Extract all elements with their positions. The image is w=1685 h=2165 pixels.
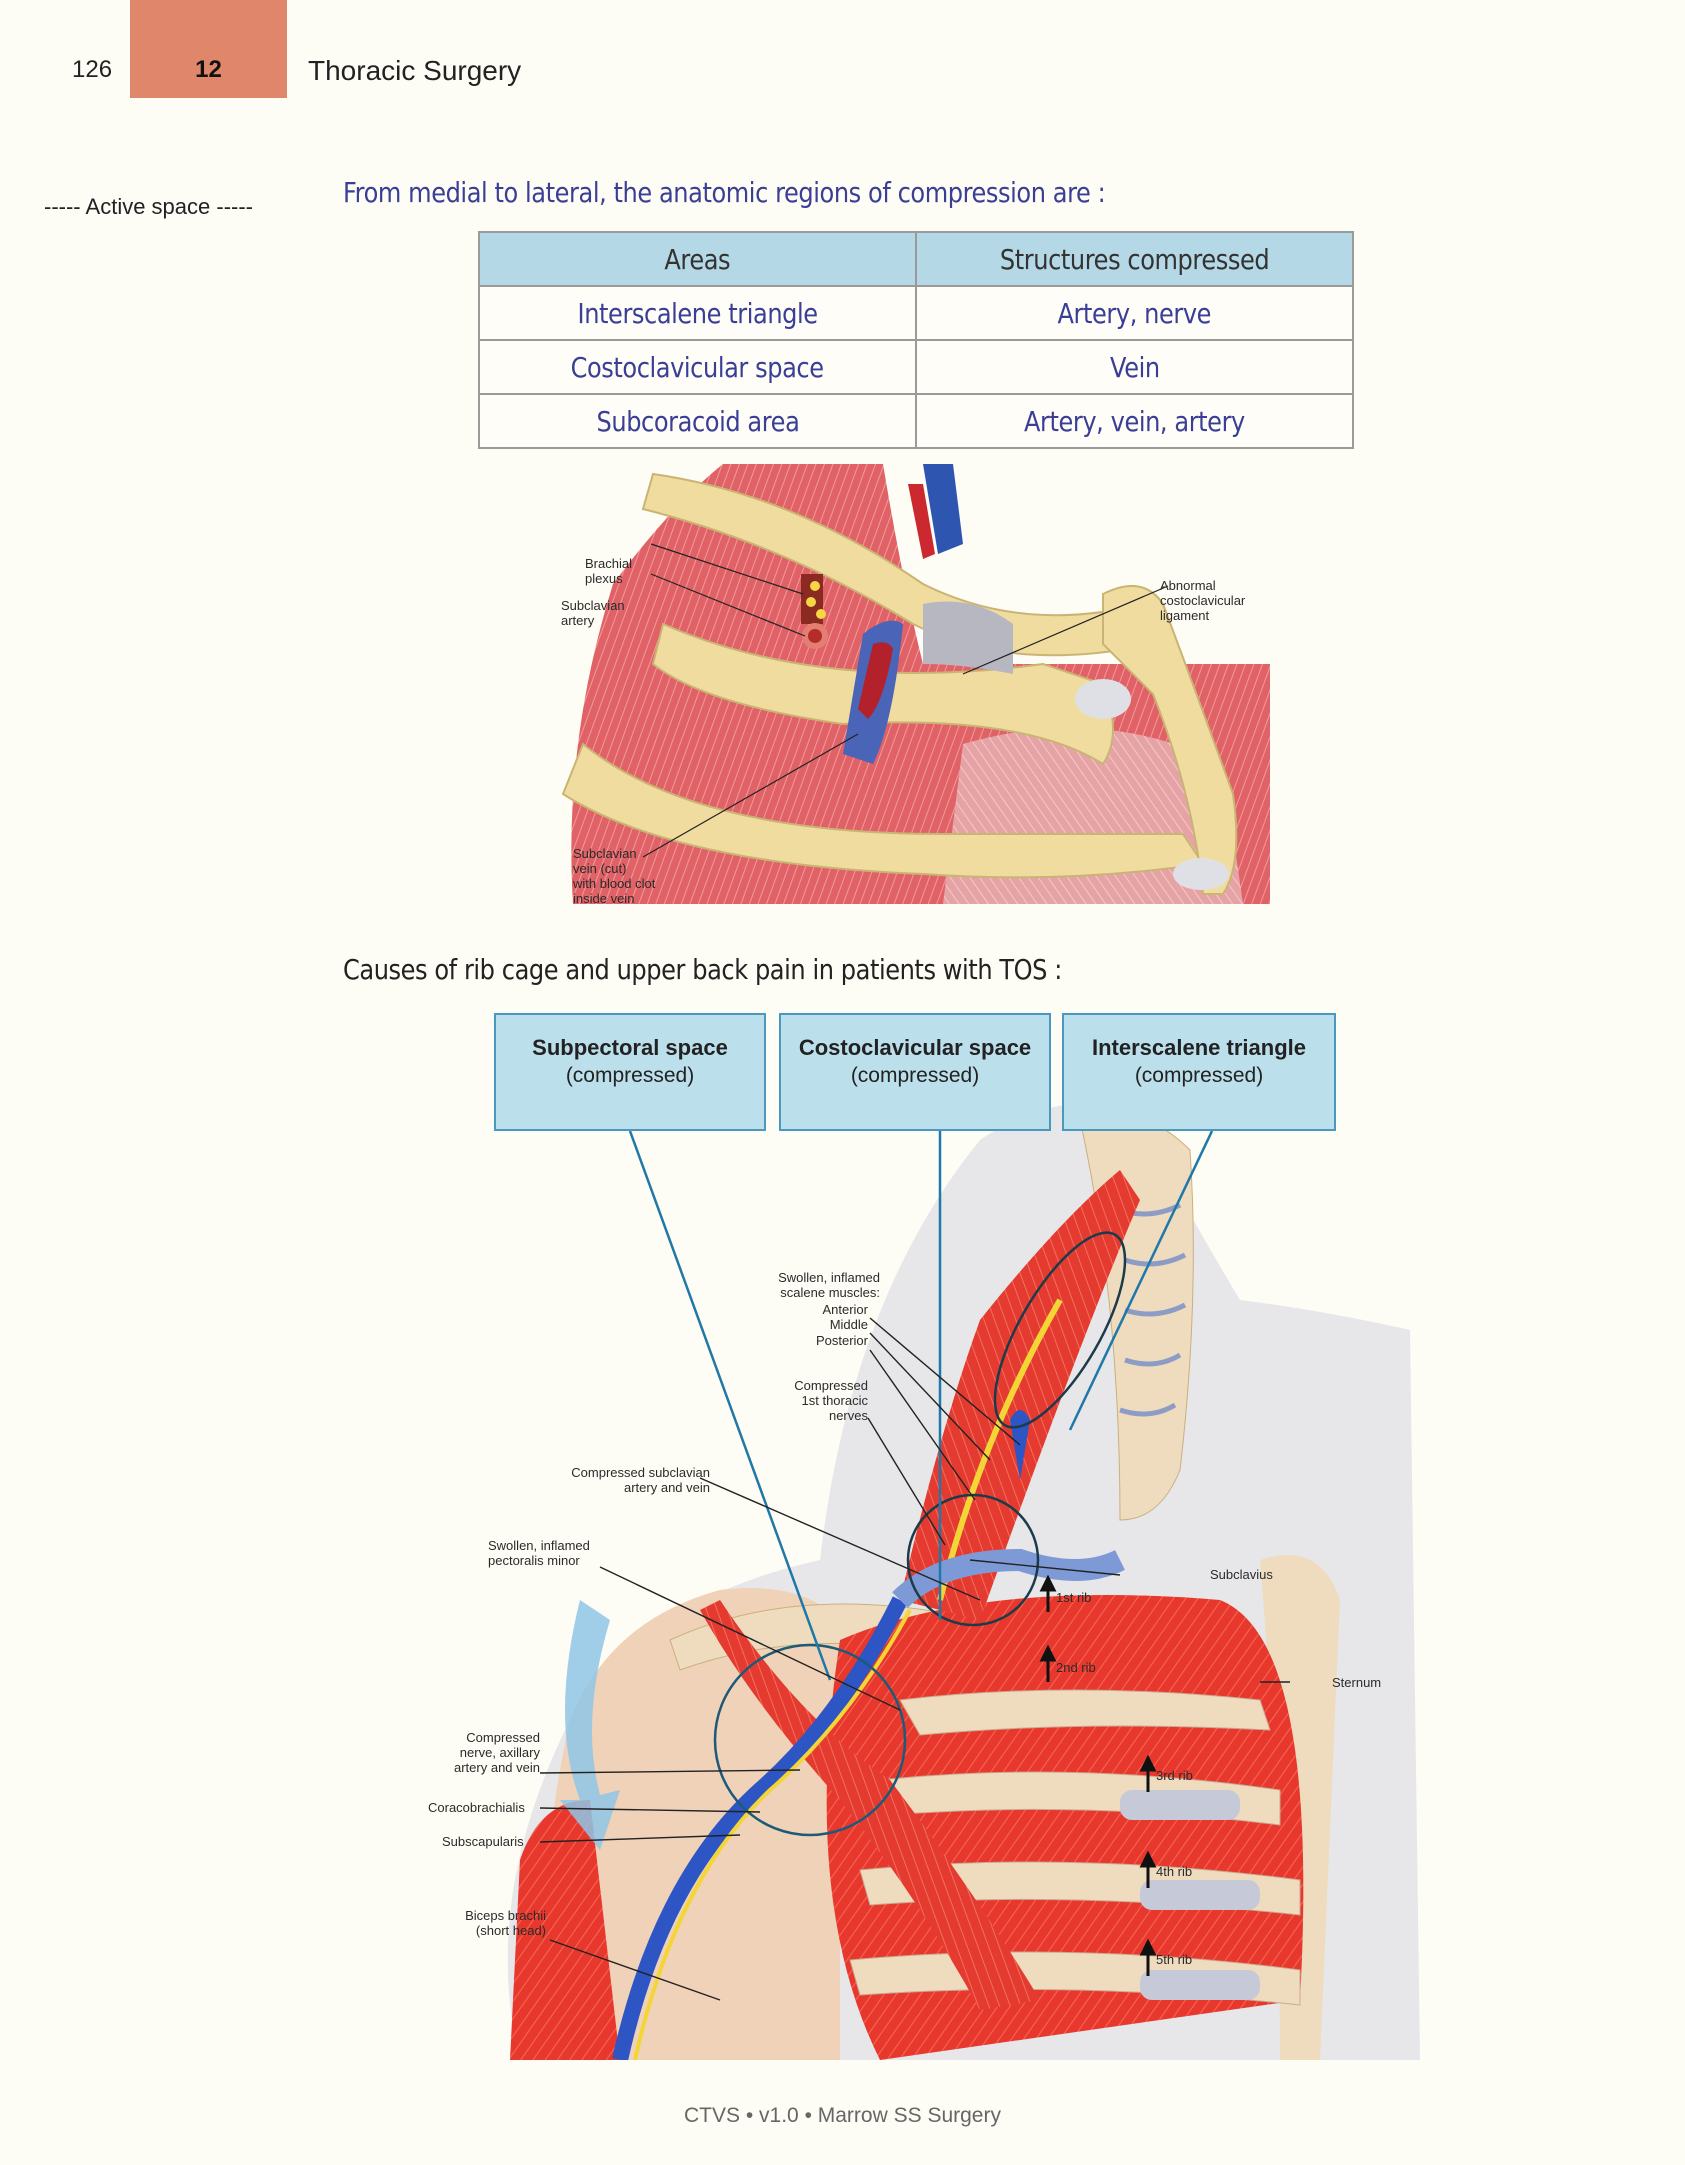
causes-intro-text: Causes of rib cage and upper back pain i… bbox=[343, 953, 1062, 986]
region-title: Subpectoral space bbox=[532, 1035, 728, 1060]
compression-intro-text: From medial to lateral, the anatomic reg… bbox=[343, 176, 1106, 209]
label-subscapularis: Subscapularis bbox=[442, 1834, 524, 1849]
region-box-interscalene: Interscalene triangle (compressed) bbox=[1062, 1013, 1336, 1131]
label-4th-rib: 4th rib bbox=[1156, 1864, 1193, 1879]
table-row: Costoclavicular space Vein bbox=[478, 339, 1354, 395]
table-row: Subcoracoid area Artery, vein, artery bbox=[478, 393, 1354, 449]
chapter-title: Thoracic Surgery bbox=[308, 55, 522, 86]
table-cell-structures: Vein bbox=[915, 339, 1354, 395]
region-box-subpectoral: Subpectoral space (compressed) bbox=[494, 1013, 766, 1131]
table-header-areas: Areas bbox=[478, 231, 917, 287]
region-subtitle: (compressed) bbox=[1134, 1064, 1264, 1087]
table-header-structures: Structures compressed bbox=[915, 231, 1354, 287]
anatomy-illustration bbox=[543, 464, 1270, 904]
table-row: Interscalene triangle Artery, nerve bbox=[478, 285, 1354, 341]
label-1st-rib: 1st rib bbox=[1056, 1590, 1092, 1605]
region-subtitle: (compressed) bbox=[565, 1064, 695, 1087]
label-sternum: Sternum bbox=[1332, 1675, 1382, 1690]
region-subtitle: (compressed) bbox=[850, 1064, 980, 1087]
region-title: Interscalene triangle bbox=[1092, 1035, 1306, 1060]
table-cell-area: Interscalene triangle bbox=[478, 285, 917, 341]
region-title: Costoclavicular space bbox=[798, 1035, 1032, 1060]
label-posterior: Posterior bbox=[815, 1333, 868, 1348]
label-2nd-rib: 2nd rib bbox=[1056, 1660, 1096, 1675]
label-biceps-brachii: Biceps brachii(short head) bbox=[465, 1908, 546, 1938]
label-anterior: Anterior bbox=[822, 1302, 868, 1317]
table-cell-area: Costoclavicular space bbox=[478, 339, 917, 395]
compression-areas-table: Areas Structures compressed Interscalene… bbox=[478, 231, 1354, 449]
table-header-row: Areas Structures compressed bbox=[478, 231, 1354, 287]
chapter-badge: 12 bbox=[130, 0, 287, 98]
table-cell-area: Subcoracoid area bbox=[478, 393, 917, 449]
active-space-label: ----- Active space ----- bbox=[44, 194, 253, 219]
region-box-costoclavicular: Costoclavicular space (compressed) bbox=[779, 1013, 1051, 1131]
chapter-number: 12 bbox=[195, 56, 222, 83]
label-subclavius: Subclavius bbox=[1210, 1567, 1273, 1582]
table-cell-structures: Artery, vein, artery bbox=[915, 393, 1354, 449]
table-cell-structures: Artery, nerve bbox=[915, 285, 1354, 341]
page-footer: CTVS • v1.0 • Marrow SS Surgery bbox=[684, 2104, 1001, 2127]
page-number: 126 bbox=[72, 56, 113, 83]
label-middle: Middle bbox=[829, 1317, 868, 1332]
label-coracobrachialis: Coracobrachialis bbox=[428, 1800, 525, 1815]
label-5th-rib: 5th rib bbox=[1156, 1952, 1193, 1967]
label-3rd-rib: 3rd rib bbox=[1156, 1768, 1193, 1783]
tos-illustration bbox=[420, 1000, 1420, 2060]
